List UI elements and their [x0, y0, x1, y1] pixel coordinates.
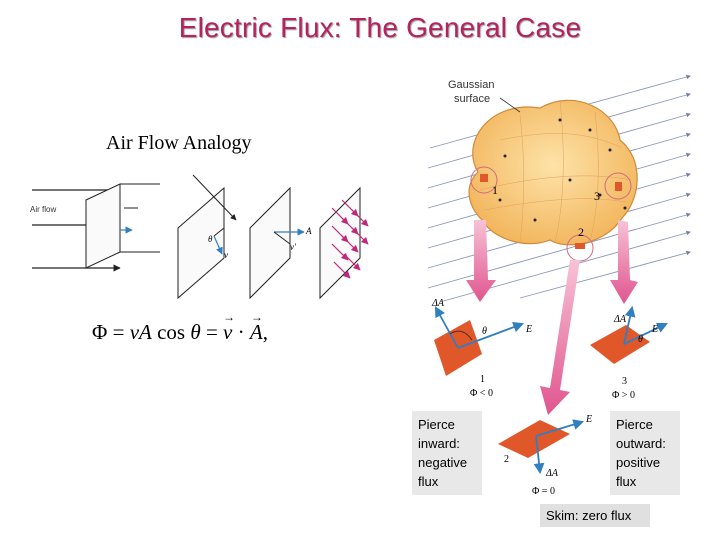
- caption-skim: Skim: zero flux: [540, 504, 650, 527]
- detail-3: ΔA E θ 3 Φ > 0: [590, 305, 668, 401]
- detail-2: E ΔA 2 Φ = 0: [498, 414, 592, 497]
- detail-2-flux: Φ = 0: [532, 486, 555, 497]
- gaussian-label-1: Gaussian: [448, 79, 494, 91]
- airflow-panel-4: [319, 186, 369, 300]
- caption-outward-line-2: outward:: [616, 436, 666, 451]
- airflow-panel-1: Air flow: [30, 183, 160, 272]
- airflow-A: A: [305, 226, 312, 236]
- detail-1-E: E: [525, 324, 532, 335]
- detail-1-theta: θ: [482, 326, 487, 337]
- airflow-panel-2: θ v: [177, 174, 237, 300]
- detail-1-dA: ΔA: [431, 298, 445, 309]
- eq-vec-A: A→: [249, 310, 263, 344]
- airflow-v: v: [224, 250, 228, 260]
- airflow-panel-3: A v': [249, 186, 312, 300]
- airflow-v-prime: v': [290, 242, 297, 252]
- eq-comma: ,: [262, 320, 268, 344]
- point-label-1: 1: [492, 183, 498, 197]
- gaussian-label-2: surface: [454, 93, 490, 105]
- eq-theta: θ: [190, 320, 201, 344]
- eq-dot: ·: [232, 320, 250, 344]
- caption-inward-line-2: inward:: [418, 436, 460, 451]
- patch-3: [615, 182, 622, 191]
- air-flow-figure: Air flow θ v A v': [30, 174, 369, 300]
- detail-2-E: E: [585, 414, 592, 425]
- detail-3-dA: ΔA: [613, 314, 627, 325]
- caption-inward-line-3: negative: [418, 455, 468, 470]
- caption-pierce-outward: Pierce outward: positive flux: [610, 411, 680, 495]
- point-label-2: 2: [578, 225, 584, 239]
- eq-vec-v: v→: [223, 310, 236, 344]
- caption-inward-line-4: flux: [418, 474, 439, 489]
- gaussian-surface: [468, 99, 638, 246]
- detail-1-flux: Φ < 0: [470, 388, 493, 399]
- detail-3-E: E: [651, 324, 658, 335]
- detail-2-dA: ΔA: [545, 468, 559, 479]
- detail-3-theta: θ: [638, 334, 643, 345]
- detail-3-number: 3: [622, 376, 627, 387]
- air-flow-analogy-heading: Air Flow Analogy: [106, 132, 252, 154]
- gaussian-label-leader: [499, 97, 521, 113]
- highlight-circle-1: [470, 166, 498, 194]
- eq-phi: Φ: [92, 320, 108, 344]
- airflow-theta: θ: [208, 234, 213, 244]
- detail-3-flux: Φ > 0: [612, 390, 635, 401]
- caption-outward-line-3: positive: [616, 455, 661, 470]
- eq-A: A: [139, 320, 152, 344]
- caption-inward-line-1: Pierce: [418, 417, 455, 432]
- caption-pierce-inward: Pierce inward: negative flux: [412, 411, 482, 495]
- detail-1: ΔA E θ 1 Φ < 0: [431, 298, 532, 399]
- eq-equals-2: =: [200, 320, 224, 344]
- point-label-3: 3: [594, 189, 600, 203]
- eq-v: v: [129, 320, 140, 344]
- highlight-circle-3: [604, 172, 632, 200]
- surface-dots: [498, 118, 627, 222]
- detail-2-number: 2: [504, 454, 509, 465]
- pink-arrow-1: [466, 220, 496, 302]
- flux-equation: Φ = vA cos θ = v→ · A→,: [92, 310, 268, 345]
- pink-arrow-3: [610, 220, 638, 304]
- gaussian-surface-figure: 1 2 3 Gaussian surface ΔA E θ 1 Φ < 0 ΔA…: [427, 74, 691, 497]
- patch-2: [575, 243, 585, 249]
- detail-1-number: 1: [480, 374, 485, 385]
- eq-cos: cos: [151, 320, 191, 344]
- caption-outward-line-4: flux: [616, 474, 637, 489]
- patch-1: [480, 174, 488, 182]
- eq-equals-1: =: [107, 320, 130, 344]
- caption-outward-line-1: Pierce: [616, 417, 653, 432]
- slide-title: Electric Flux: The General Case: [178, 12, 582, 43]
- highlight-circle-2: [566, 234, 594, 262]
- air-flow-label: Air flow: [30, 205, 56, 214]
- pink-arrow-2: [540, 260, 580, 415]
